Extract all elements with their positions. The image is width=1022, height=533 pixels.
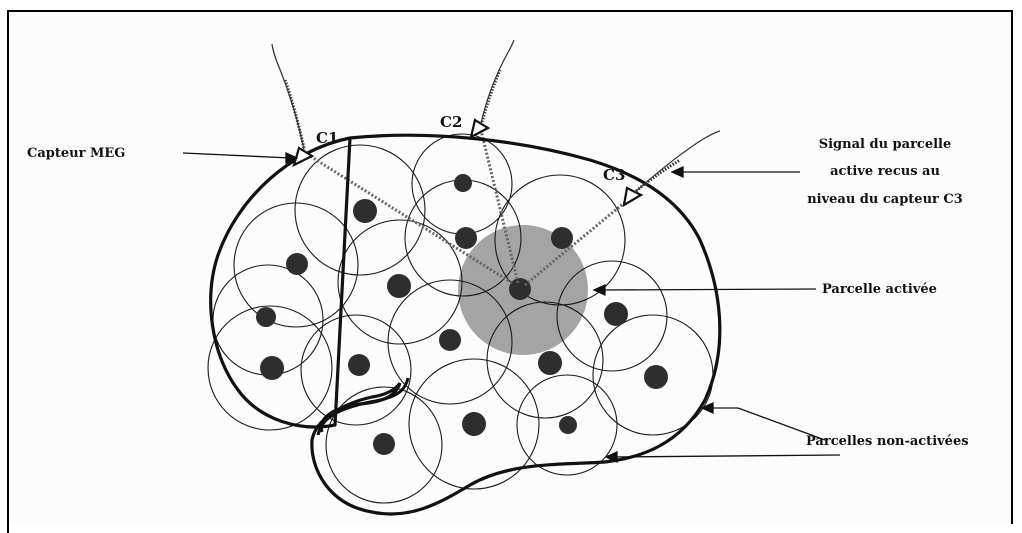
parcel-sources	[256, 174, 668, 455]
sensor-c3-icon	[622, 186, 644, 208]
label-signal-line2: active recus au	[830, 164, 940, 179]
parcel-circles	[207, 133, 714, 504]
label-signal-line3: niveau du capteur C3	[807, 192, 963, 207]
arrow-capteur	[182, 152, 292, 159]
signal-rays	[309, 129, 631, 287]
sensor-c1-label: C1	[316, 129, 338, 147]
source-dot	[353, 199, 377, 223]
cable-c3-coil	[635, 158, 681, 193]
source-dot	[455, 227, 477, 249]
arrow-nonactive-2	[611, 454, 841, 458]
parcel-circle	[494, 174, 626, 306]
parcel-circle	[516, 374, 618, 476]
label-parcelle-activee: Parcelle activée	[822, 282, 937, 297]
arrow-active	[599, 288, 817, 291]
parcel-circle	[207, 305, 333, 431]
parcel-circle	[325, 386, 443, 504]
annotation-arrows	[182, 151, 841, 464]
arrowhead-signal	[670, 165, 684, 179]
arrowhead-capteur	[285, 151, 299, 165]
sensor-c1-icon	[292, 146, 315, 168]
temporal-notch	[316, 377, 410, 436]
parcel-circle	[300, 314, 412, 426]
source-dot	[260, 356, 284, 380]
arrowhead-nonactive-2	[604, 450, 618, 464]
parcel-circle	[337, 219, 463, 345]
source-dot	[348, 354, 370, 376]
parcel-circle	[408, 358, 540, 490]
source-dot	[604, 302, 628, 326]
sensors	[292, 118, 644, 208]
label-signal-line1: Signal du parcelle	[819, 137, 952, 152]
sensor-c2-icon	[469, 118, 491, 140]
source-dot	[387, 274, 411, 298]
source-dot	[644, 365, 668, 389]
source-dot	[286, 253, 308, 275]
sensor-c2-label: C2	[440, 113, 462, 131]
cable-c1-coil	[283, 79, 306, 149]
source-dot	[551, 227, 573, 249]
arrow-nonactive-1	[737, 407, 826, 441]
cable-c2-coil	[480, 69, 502, 123]
signal-ray-c3	[524, 196, 631, 287]
cable-c2	[480, 39, 515, 125]
source-dot	[559, 416, 577, 434]
label-parcelles-non-activees: Parcelles non-activées	[806, 434, 969, 449]
source-dot	[462, 412, 486, 436]
sensor-c3-label: C3	[603, 166, 625, 184]
parcel-circle	[387, 279, 513, 405]
parcel-circle	[233, 202, 359, 328]
sensor-cables	[271, 39, 721, 194]
parcel-circle	[556, 260, 668, 372]
arrowhead-nonactive-1	[700, 401, 714, 415]
cable-c1	[271, 43, 305, 151]
source-dot	[373, 433, 395, 455]
arrowhead-active	[592, 283, 606, 297]
source-dot	[439, 329, 461, 351]
source-dot	[256, 307, 276, 327]
source-dot	[538, 351, 562, 375]
parcel-circle	[294, 144, 426, 276]
frame-edge	[7, 522, 9, 533]
label-capteur-meg: Capteur MEG	[27, 146, 125, 161]
source-dot	[454, 174, 472, 192]
